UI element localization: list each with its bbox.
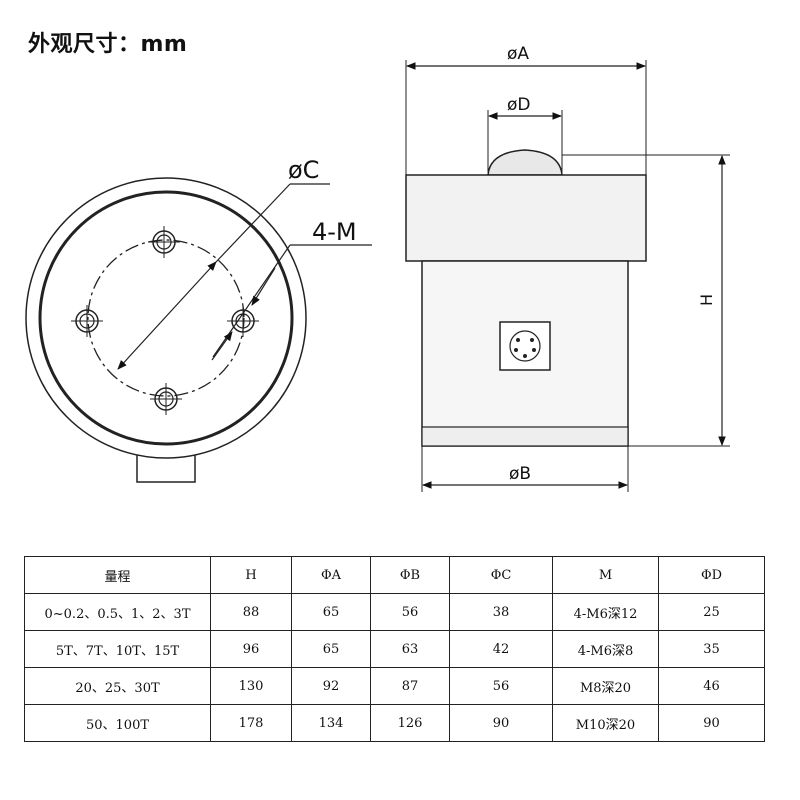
label-phi-c: øC bbox=[288, 156, 319, 184]
table-cell: 63 bbox=[370, 630, 450, 668]
column-header: ΦD bbox=[658, 556, 765, 594]
table-row: 20、25、30T 130 92 87 56 M8深20 46 bbox=[24, 667, 765, 705]
table-cell: 46 bbox=[658, 667, 765, 705]
dimension-drawing: øA øD øC 4-M øB H bbox=[25, 44, 730, 492]
top-flange bbox=[405, 174, 647, 262]
table-cell: 42 bbox=[449, 630, 553, 668]
table-row: 50、100T 178 134 126 90 M10深20 90 bbox=[24, 704, 765, 742]
table-cell: 178 bbox=[210, 704, 292, 742]
table-cell: 20、25、30T bbox=[24, 667, 211, 705]
label-phi-d: øD bbox=[507, 95, 531, 115]
table-cell: 96 bbox=[210, 630, 292, 668]
spec-table: 量程 H ΦA ΦB ΦC M ΦD 0~0.2、0.5、1、2、3T 88 6… bbox=[24, 556, 765, 742]
table-cell: 56 bbox=[370, 593, 450, 631]
table-cell: 5T、7T、10T、15T bbox=[24, 630, 211, 668]
mounting-holes bbox=[71, 226, 259, 415]
table-cell: 35 bbox=[658, 630, 765, 668]
table-cell: M10深20 bbox=[552, 704, 659, 742]
table-cell: 0~0.2、0.5、1、2、3T bbox=[24, 593, 211, 631]
label-phi-b: øB bbox=[509, 464, 531, 484]
connector-socket bbox=[499, 321, 551, 371]
loading-dome bbox=[487, 149, 563, 176]
table-cell: 50、100T bbox=[24, 704, 211, 742]
table-cell: 38 bbox=[449, 593, 553, 631]
column-header: 量程 bbox=[24, 556, 211, 594]
column-header: ΦB bbox=[370, 556, 450, 594]
column-header: ΦA bbox=[291, 556, 371, 594]
top-view bbox=[25, 177, 372, 483]
side-view bbox=[405, 60, 730, 492]
table-cell: 65 bbox=[291, 593, 371, 631]
label-holes: 4-M bbox=[312, 218, 357, 246]
phi-c-dimension bbox=[117, 261, 217, 370]
table-row: 5T、7T、10T、15T 96 65 63 42 4-M6深8 35 bbox=[24, 630, 765, 668]
table-header-row: 量程 H ΦA ΦB ΦC M ΦD bbox=[24, 556, 765, 594]
table-cell: 87 bbox=[370, 667, 450, 705]
inner-circle bbox=[38, 190, 294, 446]
table-cell: 56 bbox=[449, 667, 553, 705]
outer-circle bbox=[25, 177, 307, 459]
table-cell: 4-M6深8 bbox=[552, 630, 659, 668]
table-cell: 126 bbox=[370, 704, 450, 742]
table-cell: M8深20 bbox=[552, 667, 659, 705]
table-cell: 90 bbox=[449, 704, 553, 742]
column-header: M bbox=[552, 556, 659, 594]
label-phi-a: øA bbox=[507, 44, 529, 64]
column-header: H bbox=[210, 556, 292, 594]
base-ring bbox=[421, 426, 629, 447]
table-cell: 130 bbox=[210, 667, 292, 705]
table-row: 0~0.2、0.5、1、2、3T 88 65 56 38 4-M6深12 25 bbox=[24, 593, 765, 631]
table-cell: 65 bbox=[291, 630, 371, 668]
page-title: 外观尺寸：mm bbox=[28, 32, 188, 57]
table-cell: 4-M6深12 bbox=[552, 593, 659, 631]
table-cell: 25 bbox=[658, 593, 765, 631]
bolt-circle bbox=[87, 239, 245, 397]
table-cell: 90 bbox=[658, 704, 765, 742]
label-h: H bbox=[697, 294, 716, 306]
column-header: ΦC bbox=[449, 556, 553, 594]
table-cell: 88 bbox=[210, 593, 292, 631]
table-cell: 92 bbox=[291, 667, 371, 705]
table-cell: 134 bbox=[291, 704, 371, 742]
